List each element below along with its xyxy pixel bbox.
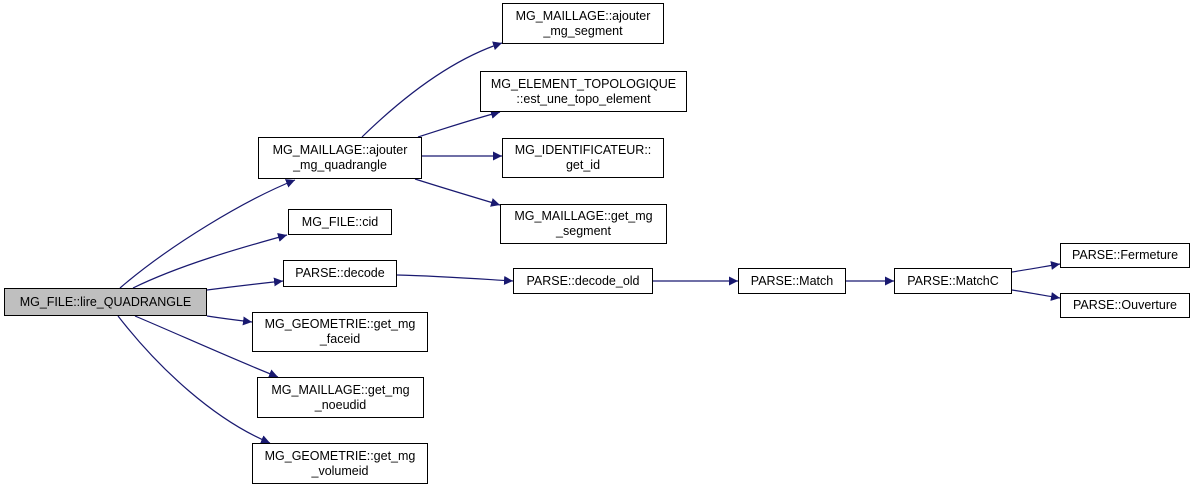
node-label-line: MG_GEOMETRIE::get_mg	[264, 448, 416, 463]
node-label-line: MG_ELEMENT_TOPOLOGIQUE	[490, 76, 677, 91]
edge-lire_quadrangle-to-get_mg_volumeid	[117, 315, 271, 444]
node-label-line: _noeudid	[314, 397, 367, 412]
node-decode-old[interactable]: PARSE::decode_old	[513, 268, 653, 294]
node-label-line: MG_MAILLAGE::ajouter	[272, 143, 408, 157]
node-lire-quadrangle[interactable]: MG_FILE::lire_QUADRANGLE	[4, 288, 207, 316]
node-get-mg-volumeid[interactable]: MG_GEOMETRIE::get_mg_volumeid	[252, 443, 428, 484]
node-label-line: MG_MAILLAGE::get_mg	[514, 209, 653, 223]
node-label-line: PARSE::Ouverture	[1073, 298, 1177, 312]
edge-ajouter_mg_quadrangle-to-est_une_topo_element	[417, 109, 501, 138]
node-label-line: _volumeid	[311, 463, 369, 478]
edge-matchc-to-fermeture	[1011, 261, 1061, 273]
node-get-mg-faceid[interactable]: MG_GEOMETRIE::get_mg_faceid	[252, 312, 428, 352]
node-get-mg-segment[interactable]: MG_MAILLAGE::get_mg_segment	[500, 204, 667, 244]
node-label-line: _mg_quadrangle	[293, 158, 387, 172]
node-label-line: get_id	[565, 158, 601, 172]
node-ajouter-mg-quadrangle[interactable]: MG_MAILLAGE::ajouter_mg_quadrangle	[258, 137, 422, 179]
edge-lire_quadrangle-to-ajouter_mg_quadrangle	[119, 179, 296, 289]
edge-matchc-to-ouverture	[1011, 289, 1061, 301]
node-label-line: MG_MAILLAGE::ajouter	[515, 8, 651, 23]
node-get-mg-noeudid[interactable]: MG_MAILLAGE::get_mg_noeudid	[257, 377, 424, 418]
node-fermeture[interactable]: PARSE::Fermeture	[1060, 243, 1190, 268]
node-label-line: _mg_segment	[543, 23, 623, 38]
node-est-une-topo-element[interactable]: MG_ELEMENT_TOPOLOGIQUE::est_une_topo_ele…	[480, 71, 687, 112]
node-label-line: MG_FILE::cid	[301, 214, 379, 229]
node-label-line: MG_GEOMETRIE::get_mg	[264, 317, 416, 331]
node-get-id[interactable]: MG_IDENTIFICATEUR::get_id	[502, 138, 664, 178]
node-label-line: ::est_une_topo_element	[516, 91, 651, 106]
node-label-line: _segment	[556, 224, 611, 238]
edge-ajouter_mg_quadrangle-to-get_mg_segment	[414, 178, 501, 207]
node-label-line: PARSE::decode_old	[526, 273, 640, 288]
node-label-line: PARSE::decode	[295, 266, 385, 280]
edge-decode-to-decode_old	[396, 274, 514, 285]
node-label-line: MG_IDENTIFICATEUR::	[514, 143, 652, 157]
edge-ajouter_mg_quadrangle-to-ajouter_mg_segment	[361, 41, 503, 138]
node-label-line: PARSE::MatchC	[907, 273, 999, 288]
node-label-line: _faceid	[319, 332, 361, 346]
edge-lire_quadrangle-to-cid	[132, 233, 288, 289]
node-label-line: MG_FILE::lire_QUADRANGLE	[19, 294, 192, 309]
edge-lire_quadrangle-to-decode	[206, 277, 284, 291]
node-ajouter-mg-segment[interactable]: MG_MAILLAGE::ajouter_mg_segment	[502, 3, 664, 44]
edge-lire_quadrangle-to-get_mg_faceid	[206, 315, 253, 326]
node-cid[interactable]: MG_FILE::cid	[288, 209, 392, 235]
node-decode[interactable]: PARSE::decode	[283, 260, 397, 287]
node-match[interactable]: PARSE::Match	[738, 268, 846, 294]
node-label-line: PARSE::Fermeture	[1071, 248, 1179, 262]
node-matchc[interactable]: PARSE::MatchC	[894, 268, 1012, 294]
node-label-line: MG_MAILLAGE::get_mg	[271, 382, 410, 397]
node-label-line: PARSE::Match	[750, 273, 834, 288]
edge-lire_quadrangle-to-get_mg_noeudid	[134, 315, 279, 378]
node-ouverture[interactable]: PARSE::Ouverture	[1060, 293, 1190, 318]
